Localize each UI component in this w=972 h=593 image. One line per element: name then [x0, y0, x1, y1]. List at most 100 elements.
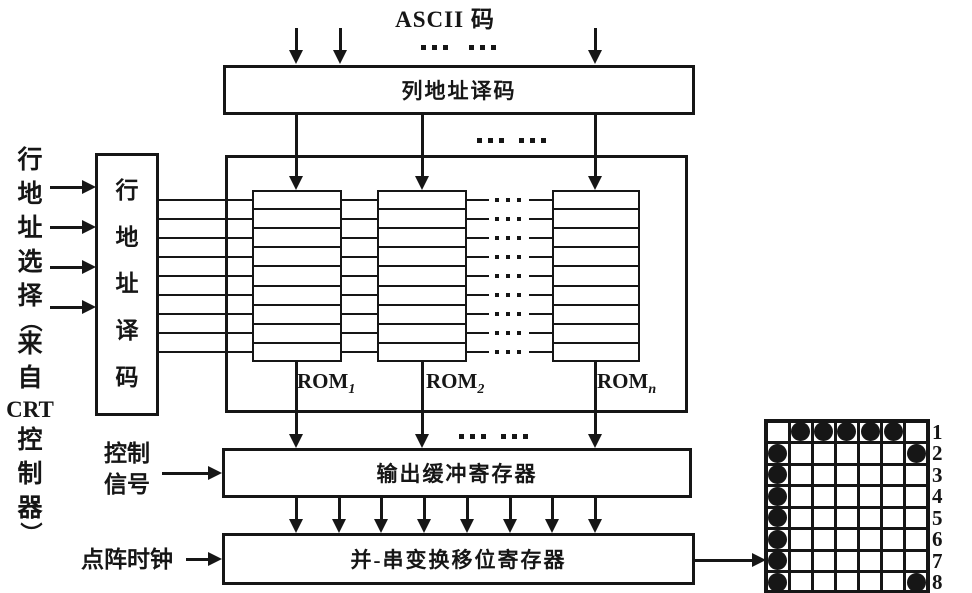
column-select-arrow-2-arrowhead-icon: [588, 176, 602, 190]
grid-hline-2: [764, 462, 930, 466]
rom-1-cell-line-6: [254, 303, 340, 306]
row-line-3-ellipsis-dot: [517, 255, 521, 259]
row-line-5-b: [340, 293, 379, 297]
rom-1-cell-line-5: [254, 284, 340, 287]
row-line-6-ellipsis-dot: [506, 312, 510, 316]
serial-output-arrow-line: [695, 558, 755, 562]
row-line-2-c: [465, 236, 489, 240]
rom-output-arrow-2-line: [593, 362, 597, 436]
bot-ellipsis-dot: [481, 434, 486, 439]
row-address-input-arrow-0-arrowhead-icon: [82, 180, 96, 194]
bot-ellipsis-dot: [512, 434, 517, 439]
row-address-input-arrow-3-arrowhead-icon: [82, 300, 96, 314]
top-ellipsis-dot: [469, 45, 474, 50]
matrix-dot-r1c6: [883, 422, 903, 442]
row-line-0-ellipsis-dot: [517, 198, 521, 202]
rom-3-cell-line-8: [554, 341, 638, 344]
dot-clock-arrow-line: [186, 557, 211, 561]
row-line-3-b: [340, 255, 379, 259]
dot-clock-arrow-arrowhead-icon: [208, 552, 222, 566]
top-ellipsis-dot: [480, 45, 485, 50]
row-address-input-arrow-0-line: [50, 185, 85, 189]
rom-1-cell-line-7: [254, 322, 340, 325]
matrix-row-number-7: 7: [931, 548, 943, 573]
row-line-0-ellipsis-dot: [495, 198, 499, 202]
row-line-7-ellipsis-dot: [517, 331, 521, 335]
row-address-input-arrow-3-line: [50, 305, 85, 309]
mid-ellipsis-dot: [530, 138, 535, 143]
caption-char: 控: [17, 427, 43, 454]
row-line-0-a: [157, 198, 254, 202]
parallel-serial-shift-register-box: 并-串变换移位寄存器: [222, 533, 695, 585]
matrix-dot-r1c5: [860, 422, 880, 442]
mid-ellipsis-dot: [519, 138, 524, 143]
matrix-dot-r6c1: [768, 529, 788, 549]
buffer-to-shift-arrow-0-arrowhead-icon: [289, 519, 303, 533]
caption-open-paren: （: [17, 309, 43, 333]
grid-hline-5: [764, 527, 930, 530]
bot-ellipsis-dot: [470, 434, 475, 439]
rom-2-cell-line-3: [379, 246, 465, 249]
row-line-8-d: [529, 350, 554, 354]
row-line-5-c: [465, 293, 489, 297]
matrix-dot-r2c1: [768, 443, 788, 463]
rom1-label: ROM1: [297, 369, 356, 397]
serial-output-arrow-arrowhead-icon: [752, 553, 766, 567]
row-address-decoder-box: 行地址译码: [95, 153, 159, 416]
rom-2-cell-line-8: [379, 341, 465, 344]
row-line-4-d: [529, 274, 554, 278]
row-line-4-ellipsis-dot: [495, 274, 499, 278]
row-line-0-ellipsis-dot: [506, 198, 510, 202]
grid-hline-4: [764, 505, 930, 509]
caption-char: 行: [17, 147, 43, 174]
dot-matrix-clock-label: 点阵时钟: [81, 547, 173, 572]
column-select-arrow-0-line: [294, 115, 298, 178]
matrix-dot-r1c3: [814, 422, 834, 442]
row-line-0-d: [529, 198, 554, 202]
row-line-6-ellipsis-dot: [495, 312, 499, 316]
parallel-serial-shift-register-label: 并-串变换移位寄存器: [350, 548, 567, 572]
row-line-4-ellipsis-dot: [506, 274, 510, 278]
row-line-2-a: [157, 236, 254, 240]
control-signal-arrow-line: [162, 471, 211, 475]
caption-char: 制: [17, 461, 43, 488]
row-line-1-d: [529, 217, 554, 221]
row-decoder-char: 址: [115, 271, 139, 297]
row-address-input-arrow-2-arrowhead-icon: [82, 260, 96, 274]
matrix-row-number-1: 1: [931, 419, 943, 444]
ascii-input-arrow-2-arrowhead-icon: [588, 50, 602, 64]
mid-ellipsis-dot: [499, 138, 504, 143]
row-line-8-ellipsis-dot: [506, 350, 510, 354]
matrix-row-number-4: 4: [931, 484, 943, 509]
output-buffer-register-box: 输出缓冲寄存器: [222, 448, 692, 498]
mid-ellipsis-dot: [488, 138, 493, 143]
ascii-input-arrow-0-arrowhead-icon: [289, 50, 303, 64]
row-line-1-b: [340, 217, 379, 221]
matrix-dot-r7c1: [768, 551, 788, 571]
caption-crt-text: CRT: [6, 397, 54, 422]
buffer-to-shift-arrow-5-arrowhead-icon: [503, 519, 517, 533]
rom-output-arrow-0-line: [294, 362, 298, 436]
row-line-8-ellipsis-dot: [495, 350, 499, 354]
rom-1-cell-line-2: [254, 227, 340, 230]
caption-char: 址: [17, 215, 43, 242]
row-line-8-ellipsis-dot: [517, 350, 521, 354]
matrix-dot-r5c1: [768, 508, 788, 528]
top-ellipsis-dot: [491, 45, 496, 50]
row-line-4-c: [465, 274, 489, 278]
row-line-1-c: [465, 217, 489, 221]
rom-3-cell-line-3: [554, 246, 638, 249]
control-signal-arrow-arrowhead-icon: [208, 466, 222, 480]
row-line-7-b: [340, 331, 379, 335]
rom-2-cell-line-4: [379, 265, 465, 268]
row-line-2-d: [529, 236, 554, 240]
row-line-3-a: [157, 255, 254, 259]
matrix-dot-r8c1: [768, 572, 788, 592]
row-line-2-ellipsis-dot: [517, 236, 521, 240]
row-line-7-a: [157, 331, 254, 335]
column-select-arrow-2-line: [593, 115, 597, 178]
column-address-decoder-label: 列地址译码: [401, 79, 517, 103]
row-line-7-ellipsis-dot: [495, 331, 499, 335]
row-line-0-c: [465, 198, 489, 202]
